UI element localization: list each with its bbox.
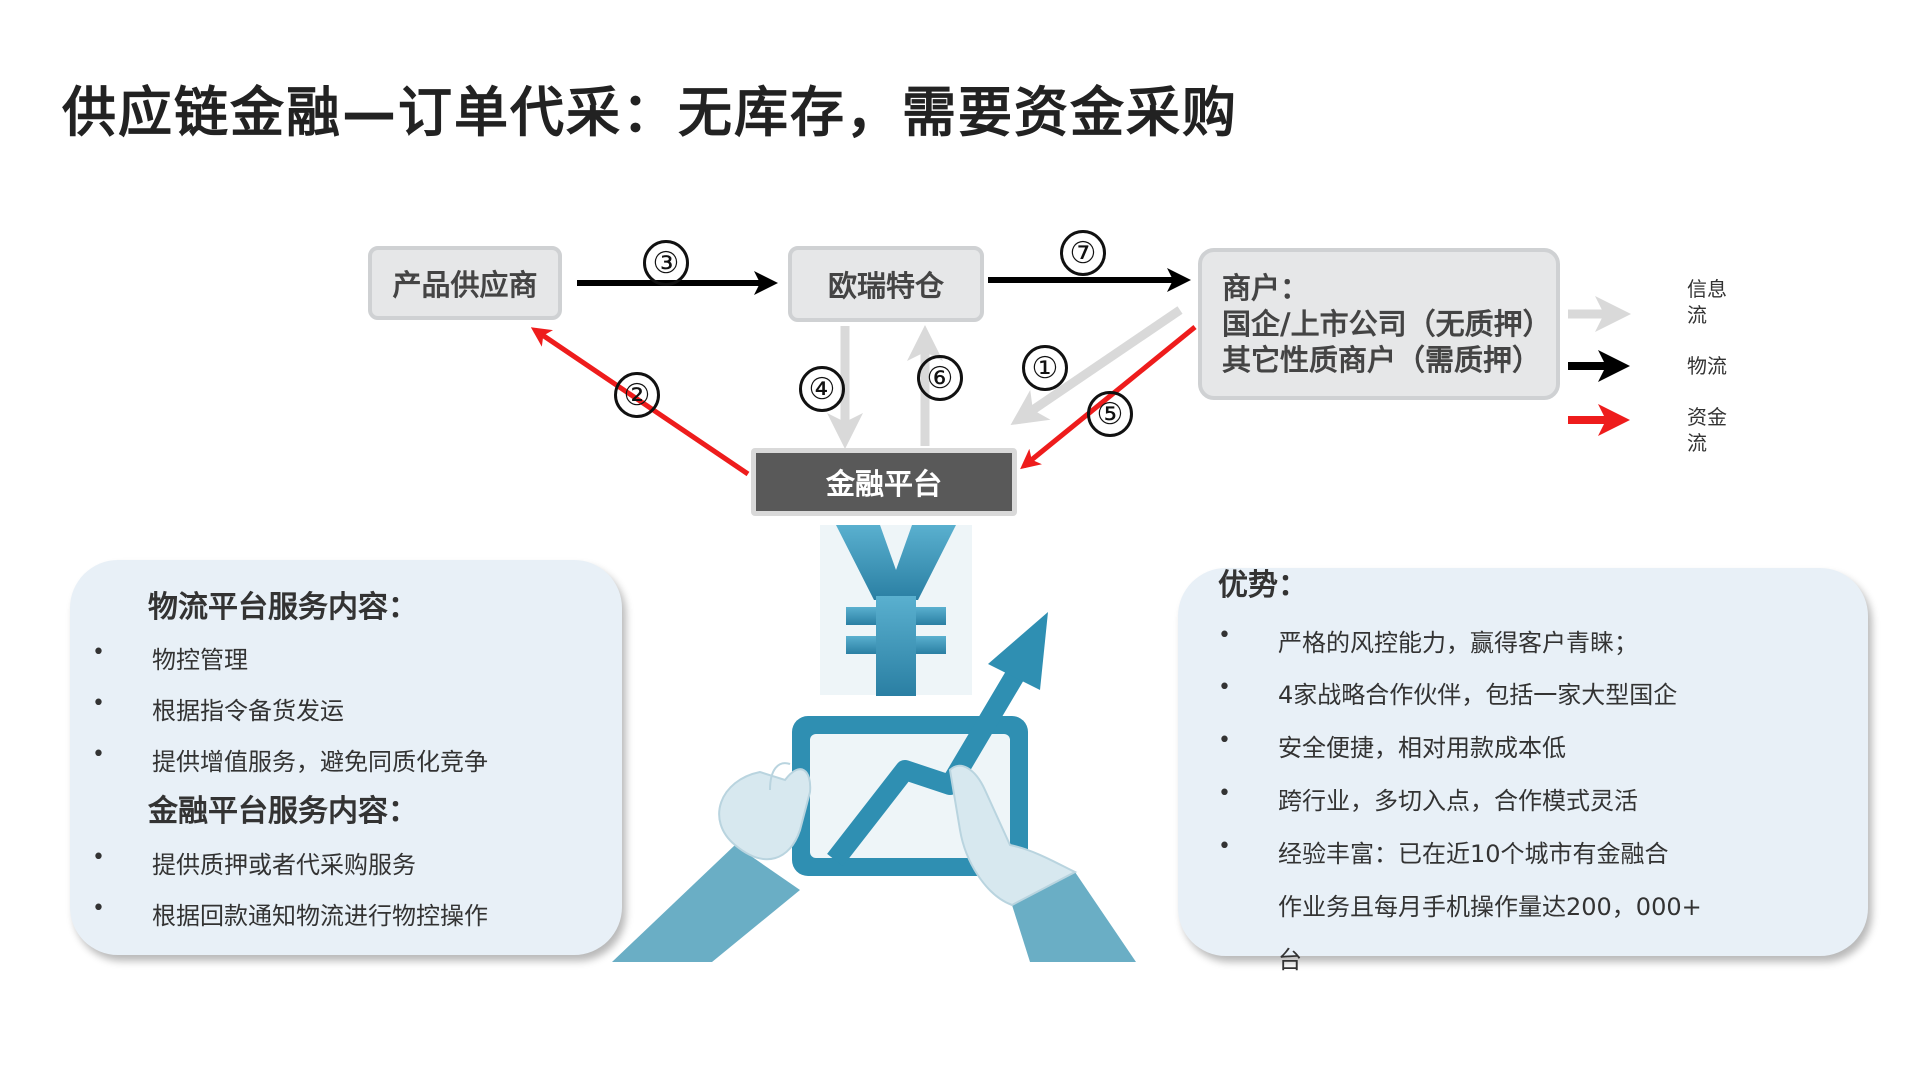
logistics-service-heading: 物流平台服务内容：	[148, 590, 418, 625]
arrow-1-info	[1010, 306, 1183, 426]
list-item-text: 经验丰富：已在近10个城市有金融合	[1278, 840, 1669, 868]
finance-illustration	[612, 525, 1136, 962]
bullet-dot: •	[92, 742, 105, 767]
list-item-text: 台	[1278, 946, 1302, 974]
list-item-text: 严格的风控能力，赢得客户青睐；	[1278, 629, 1638, 657]
list-item-text: 提供增值服务，避免同质化竞争	[152, 748, 488, 776]
list-item-text: 根据回款通知物流进行物控操作	[152, 902, 488, 930]
step-number-2: ②	[614, 372, 660, 418]
legend-label-info: 信息流	[1687, 277, 1727, 327]
hand-icon-right	[948, 764, 1078, 907]
node-merchant: 商户： 国企/上市公司（无质押） 其它性质商户（需质押）	[1198, 248, 1560, 400]
merchant-line-1: 商户：	[1222, 271, 1310, 305]
right-sleeve	[1012, 872, 1136, 962]
hand-icon	[718, 762, 812, 861]
advantage-heading: 优势：	[1218, 568, 1308, 603]
list-item-text: 根据指令备货发运	[152, 697, 344, 725]
list-item-text: 物控管理	[152, 646, 248, 674]
page-title: 供应链金融—订单代采：无库存，需要资金采购	[62, 81, 1238, 144]
node-warehouse-label: 欧瑞特仓	[827, 269, 944, 303]
list-item-text: 跨行业，多切入点，合作模式灵活	[1278, 787, 1638, 815]
legend-label-logistics: 物流	[1687, 354, 1727, 378]
list-item-continuation: 台	[1278, 940, 1302, 975]
bullet-dot: •	[1218, 728, 1231, 753]
bullet-dot: •	[1218, 675, 1231, 700]
step-number-6: ⑥	[917, 355, 963, 401]
merchant-line-3: 其它性质商户（需质押）	[1222, 343, 1542, 377]
step-number-3: ③	[643, 240, 689, 286]
node-supplier: 产品供应商	[368, 246, 562, 320]
step-number-4: ④	[799, 366, 845, 412]
yen-icon	[836, 525, 956, 696]
bullet-dot: •	[92, 640, 105, 665]
list-item-continuation: 作业务且每月手机操作量达200，000+	[1278, 887, 1702, 922]
legend-label-capital: 资金流	[1687, 405, 1727, 455]
bullet-dot: •	[92, 691, 105, 716]
step-number-5: ⑤	[1087, 391, 1133, 437]
node-finance-platform: 金融平台	[751, 448, 1017, 516]
arrow-up-icon	[827, 612, 1048, 867]
bullet-dot: •	[92, 845, 105, 870]
node-warehouse: 欧瑞特仓	[788, 246, 984, 322]
left-service-panel	[70, 560, 622, 955]
list-item-text: 作业务且每月手机操作量达200，000+	[1278, 893, 1702, 921]
list-item-text: 4家战略合作伙伴，包括一家大型国企	[1278, 681, 1678, 709]
bullet-dot: •	[1218, 781, 1231, 806]
step-number-1: ①	[1022, 345, 1068, 391]
bullet-dot: •	[1218, 834, 1231, 859]
finance-service-heading: 金融平台服务内容：	[148, 794, 418, 829]
list-item-text: 安全便捷，相对用款成本低	[1278, 734, 1566, 762]
right-advantage-panel	[1178, 568, 1868, 956]
merchant-line-2: 国企/上市公司（无质押）	[1222, 307, 1552, 341]
bullet-dot: •	[92, 896, 105, 921]
step-number-7: ⑦	[1060, 230, 1106, 276]
left-sleeve	[612, 845, 800, 962]
bullet-dot: •	[1218, 623, 1231, 648]
list-item-text: 提供质押或者代采购服务	[152, 851, 416, 879]
node-platform-label: 金融平台	[825, 467, 942, 501]
node-supplier-label: 产品供应商	[392, 268, 538, 302]
